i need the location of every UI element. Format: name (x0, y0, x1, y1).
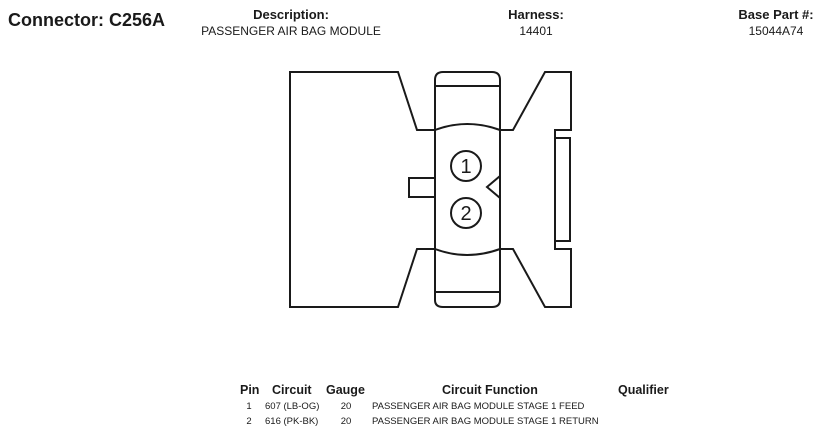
base-part-label: Base Part #: (738, 7, 814, 22)
pin-2-cavity (450, 197, 482, 229)
col-header-function: Circuit Function (442, 383, 538, 397)
connector-id: C256A (109, 10, 166, 30)
row-circuit: 607 (LB-OG) (265, 401, 320, 412)
harness-value: 14401 (519, 24, 553, 38)
col-header-circuit: Circuit (272, 383, 312, 397)
connector-label: Connector: (8, 10, 104, 30)
description-value: PASSENGER AIR BAG MODULE (201, 24, 381, 38)
connector-left-body (289, 71, 436, 308)
pin-1-label: 1 (460, 156, 471, 178)
base-part-value: 15044A74 (748, 24, 804, 38)
center-top-arc (434, 123, 501, 131)
col-header-gauge: Gauge (326, 383, 365, 397)
description-block: Description: PASSENGER AIR BAG MODULE (150, 7, 432, 39)
connector-latch-tab (554, 137, 571, 242)
connector-face-diagram: 1 2 (289, 71, 572, 308)
pin-2-label: 2 (460, 203, 471, 225)
col-header-qualifier: Qualifier (618, 383, 669, 397)
col-header-pin: Pin (240, 383, 260, 397)
harness-block: Harness: 14401 (478, 7, 594, 39)
harness-label: Harness: (508, 7, 564, 22)
connector-title: Connector: C256A (8, 10, 165, 31)
center-bottom-arc (434, 248, 501, 256)
base-part-block: Base Part #: 15044A74 (726, 7, 826, 39)
row-circuit: 616 (PK-BK) (265, 416, 319, 427)
row-gauge: 20 (340, 401, 352, 412)
description-label: Description: (253, 7, 329, 22)
row-function: PASSENGER AIR BAG MODULE STAGE 1 FEED (372, 401, 585, 412)
pin-1-cavity (450, 150, 482, 182)
connector-center-column (434, 71, 501, 308)
row-gauge: 20 (340, 416, 352, 427)
row-pin: 1 (246, 401, 252, 412)
row-pin: 2 (246, 416, 252, 427)
row-function: PASSENGER AIR BAG MODULE STAGE 1 RETURN (372, 416, 599, 427)
pin-table: Pin Circuit Gauge Circuit Function Quali… (0, 383, 830, 433)
connector-right-body (485, 71, 572, 308)
